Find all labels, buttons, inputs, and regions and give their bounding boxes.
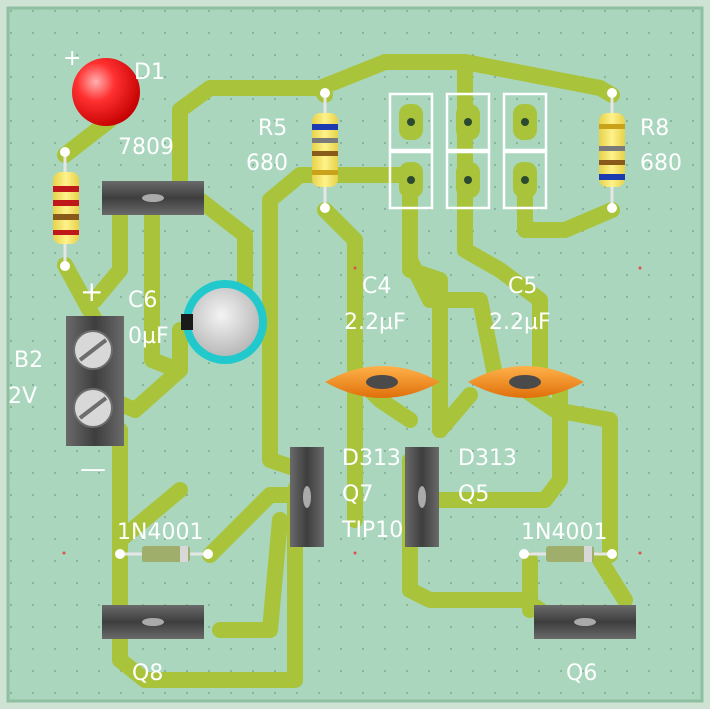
reg-7809-label: 7809 xyxy=(118,135,174,160)
c5-label: C5 xyxy=(508,274,538,299)
transistor-q6 xyxy=(534,605,636,639)
diode-left-label: 1N4001 xyxy=(117,520,204,545)
resistor-r8 xyxy=(599,88,625,213)
resistor-left xyxy=(53,147,79,271)
c6-value-label: 0µF xyxy=(128,324,169,349)
regulator-7809 xyxy=(102,181,204,215)
r8-value-label: 680 xyxy=(640,151,682,176)
c4-value-label: 2.2µF xyxy=(344,310,406,335)
c5-value-label: 2.2µF xyxy=(489,310,551,335)
plus-top-label: + xyxy=(63,46,82,71)
transistor-q7 xyxy=(290,447,324,547)
q7-type-label: D313 xyxy=(342,446,401,471)
c4-label: C4 xyxy=(362,274,392,299)
minus-batt-label: — xyxy=(80,454,106,484)
r5-label: R5 xyxy=(258,116,288,141)
plus-batt-label: + xyxy=(80,275,104,308)
diode-left xyxy=(115,546,213,562)
led-d1 xyxy=(72,58,140,126)
capacitor-c4 xyxy=(325,366,440,398)
c6-label: C6 xyxy=(128,288,158,313)
capacitor-c5 xyxy=(468,366,584,398)
b2-value-label: 2V xyxy=(8,384,38,409)
capacitor-c6 xyxy=(181,280,267,364)
r8-label: R8 xyxy=(640,116,670,141)
q8-label: Q8 xyxy=(132,661,164,686)
q5-type-label: D313 xyxy=(458,446,517,471)
d1-label: D1 xyxy=(134,60,165,85)
copper-traces xyxy=(57,54,633,688)
q7-alt-label: TIP10 xyxy=(342,518,404,543)
switch-pads xyxy=(388,92,548,210)
q7-label: Q7 xyxy=(342,482,374,507)
terminal-block-b2 xyxy=(66,316,124,446)
diode-right-label: 1N4001 xyxy=(521,520,608,545)
b2-label: B2 xyxy=(14,348,44,373)
transistor-q8 xyxy=(102,605,204,639)
grid-marks xyxy=(62,266,642,555)
q6-label: Q6 xyxy=(566,661,598,686)
r5-value-label: 680 xyxy=(246,151,288,176)
q5-label: Q5 xyxy=(458,482,490,507)
resistor-r5 xyxy=(312,88,338,213)
diode-right xyxy=(519,546,617,562)
transistor-q5 xyxy=(405,447,439,547)
